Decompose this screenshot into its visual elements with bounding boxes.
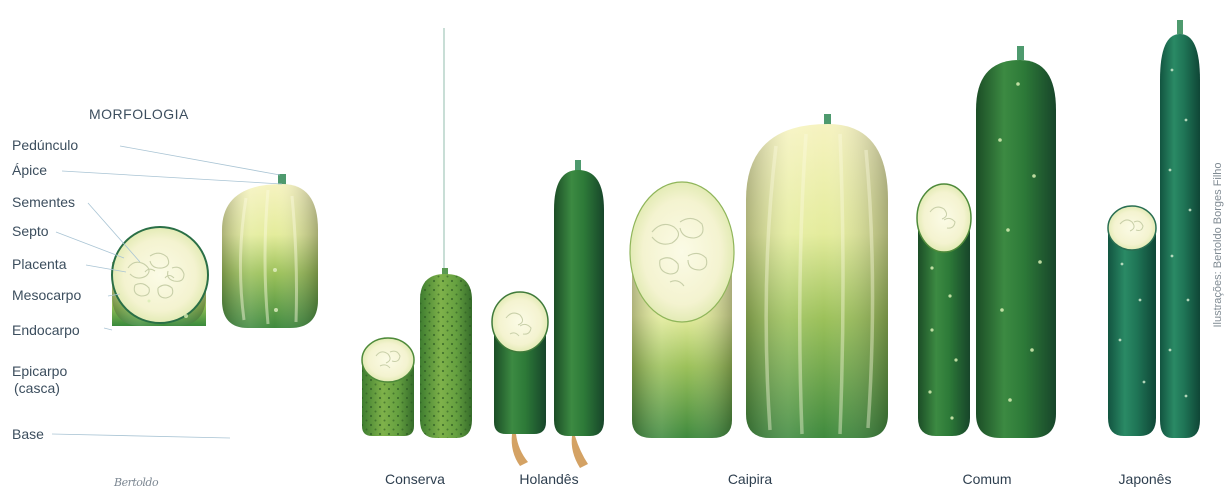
comum-cucumbers — [917, 46, 1056, 438]
variety-caipira: Caipira — [690, 471, 810, 487]
label-placenta: Placenta — [12, 256, 66, 272]
label-septum: Septo — [12, 223, 49, 239]
label-epicarp: Epicarpo — [12, 363, 67, 379]
label-epicarp-note: (casca) — [14, 380, 60, 396]
variety-comum: Comum — [927, 471, 1047, 487]
caipira-cucumbers — [630, 114, 888, 438]
label-apex: Ápice — [12, 162, 47, 178]
label-seeds: Sementes — [12, 194, 75, 210]
morphology-whole-cucumber — [222, 174, 318, 328]
artist-signature: Bertoldo — [114, 476, 158, 489]
variety-conserva: Conserva — [355, 471, 475, 487]
japones-cucumbers — [1108, 20, 1200, 438]
variety-japones: Japonês — [1085, 471, 1205, 487]
morphology-title: MORFOLOGIA — [89, 106, 189, 122]
morphology-cut-cucumber — [112, 227, 208, 326]
label-endocarp: Endocarpo — [12, 322, 80, 338]
label-mesocarp: Mesocarpo — [12, 287, 81, 303]
illustration-credit: Ilustrações: Bertoldo Borges Filho — [1212, 162, 1224, 327]
label-base: Base — [12, 426, 44, 442]
holandes-cucumbers — [492, 160, 604, 468]
variety-holandes: Holandês — [489, 471, 609, 487]
label-peduncle: Pedúnculo — [12, 137, 78, 153]
conserva-cucumbers — [362, 268, 472, 438]
